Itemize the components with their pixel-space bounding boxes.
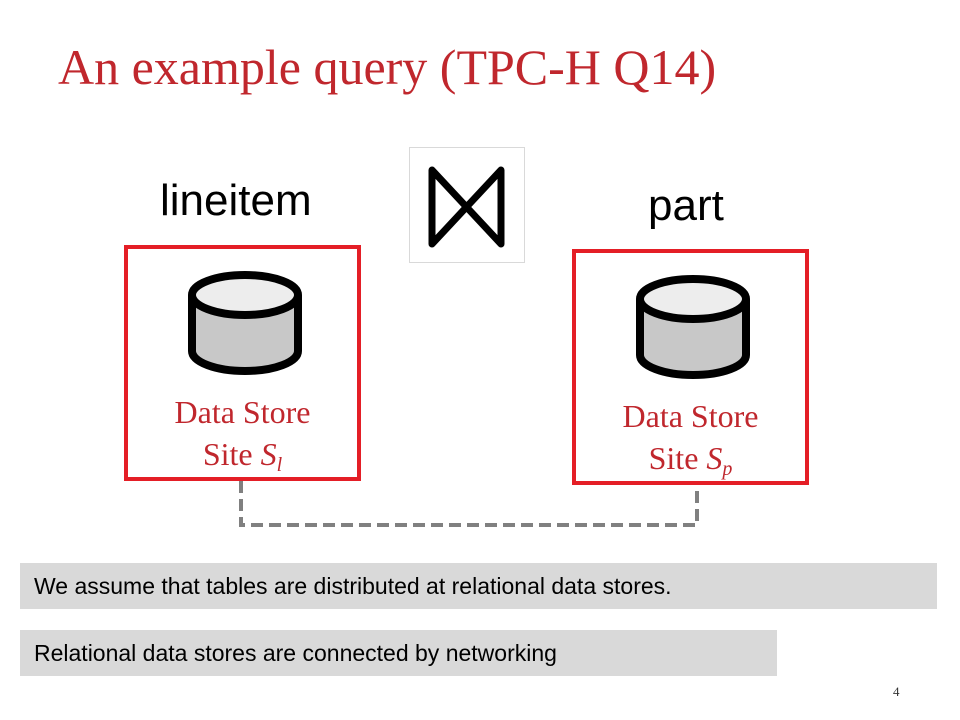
database-icon	[188, 271, 302, 375]
site-label-line1: Data Store	[174, 394, 311, 430]
note-distribution: We assume that tables are distributed at…	[20, 563, 937, 609]
data-store-site-right: Data Store Site Sp	[572, 249, 809, 485]
join-operator	[409, 147, 525, 263]
site-label-line2: Site Sl	[128, 433, 357, 486]
data-store-site-left: Data Store Site Sl	[124, 245, 361, 481]
slide-title: An example query (TPC-H Q14)	[58, 39, 717, 95]
database-icon	[636, 275, 750, 379]
site-subscript: l	[276, 454, 283, 476]
page-number: 4	[893, 684, 900, 699]
site-label-line2: Site Sp	[576, 437, 805, 490]
site-label-line1: Data Store	[622, 398, 759, 434]
site-subscript: p	[722, 458, 733, 480]
bowtie-join-icon	[428, 166, 505, 248]
site-prefix: Site	[202, 436, 261, 472]
table-label-lineitem: lineitem	[160, 176, 312, 225]
note-networking: Relational data stores are connected by …	[20, 630, 777, 676]
site-prefix: Site	[648, 440, 707, 476]
site-symbol: S	[706, 440, 723, 476]
table-label-part: part	[648, 181, 724, 230]
site-symbol: S	[260, 436, 277, 472]
